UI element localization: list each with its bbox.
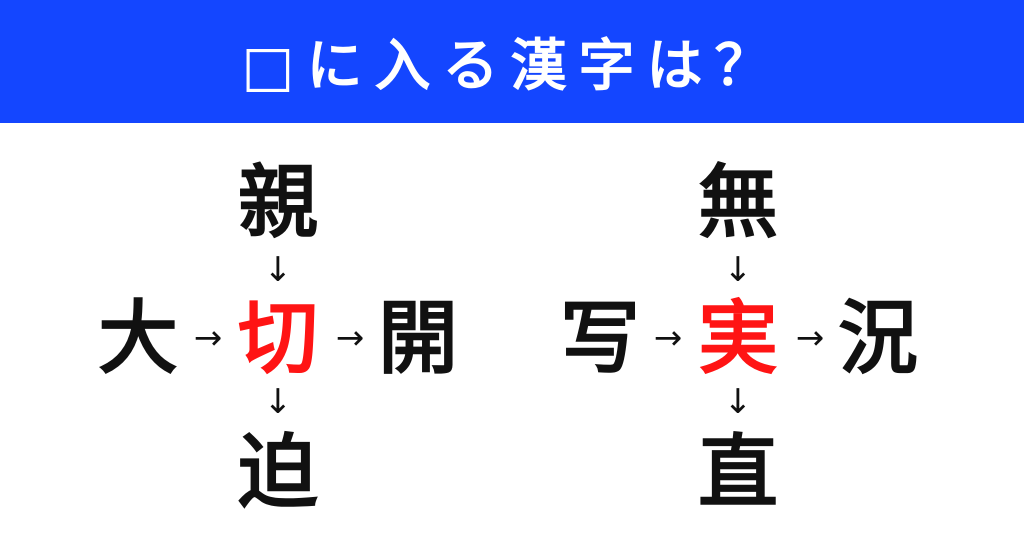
answer-kanji: 実	[698, 292, 778, 385]
right-arrow-icon: →	[795, 318, 825, 358]
title-banner: □に入る漢字は？	[0, 0, 1024, 123]
right-arrow-icon: →	[335, 318, 365, 358]
right-kanji: 況	[838, 292, 918, 385]
top-kanji: 親	[238, 156, 318, 249]
page-title: □に入る漢字は？	[241, 34, 783, 99]
answer-kanji: 切	[238, 292, 318, 385]
down-arrow-icon: ↓	[263, 250, 293, 290]
right-kanji: 開	[378, 292, 458, 385]
left-kanji: 大	[98, 292, 178, 385]
kanji-puzzle-1: 親 ↓ 大 → 切 → 開 ↓ 迫	[0, 123, 512, 538]
kanji-puzzle-2: 無 ↓ 写 → 実 → 況 ↓ 直	[512, 123, 1024, 538]
down-arrow-icon: ↓	[263, 382, 293, 422]
bottom-kanji: 直	[698, 426, 778, 519]
left-kanji: 写	[560, 292, 640, 385]
bottom-kanji: 迫	[238, 426, 318, 519]
right-arrow-icon: →	[193, 318, 223, 358]
top-kanji: 無	[698, 156, 778, 249]
right-arrow-icon: →	[653, 318, 683, 358]
down-arrow-icon: ↓	[723, 382, 753, 422]
down-arrow-icon: ↓	[723, 250, 753, 290]
